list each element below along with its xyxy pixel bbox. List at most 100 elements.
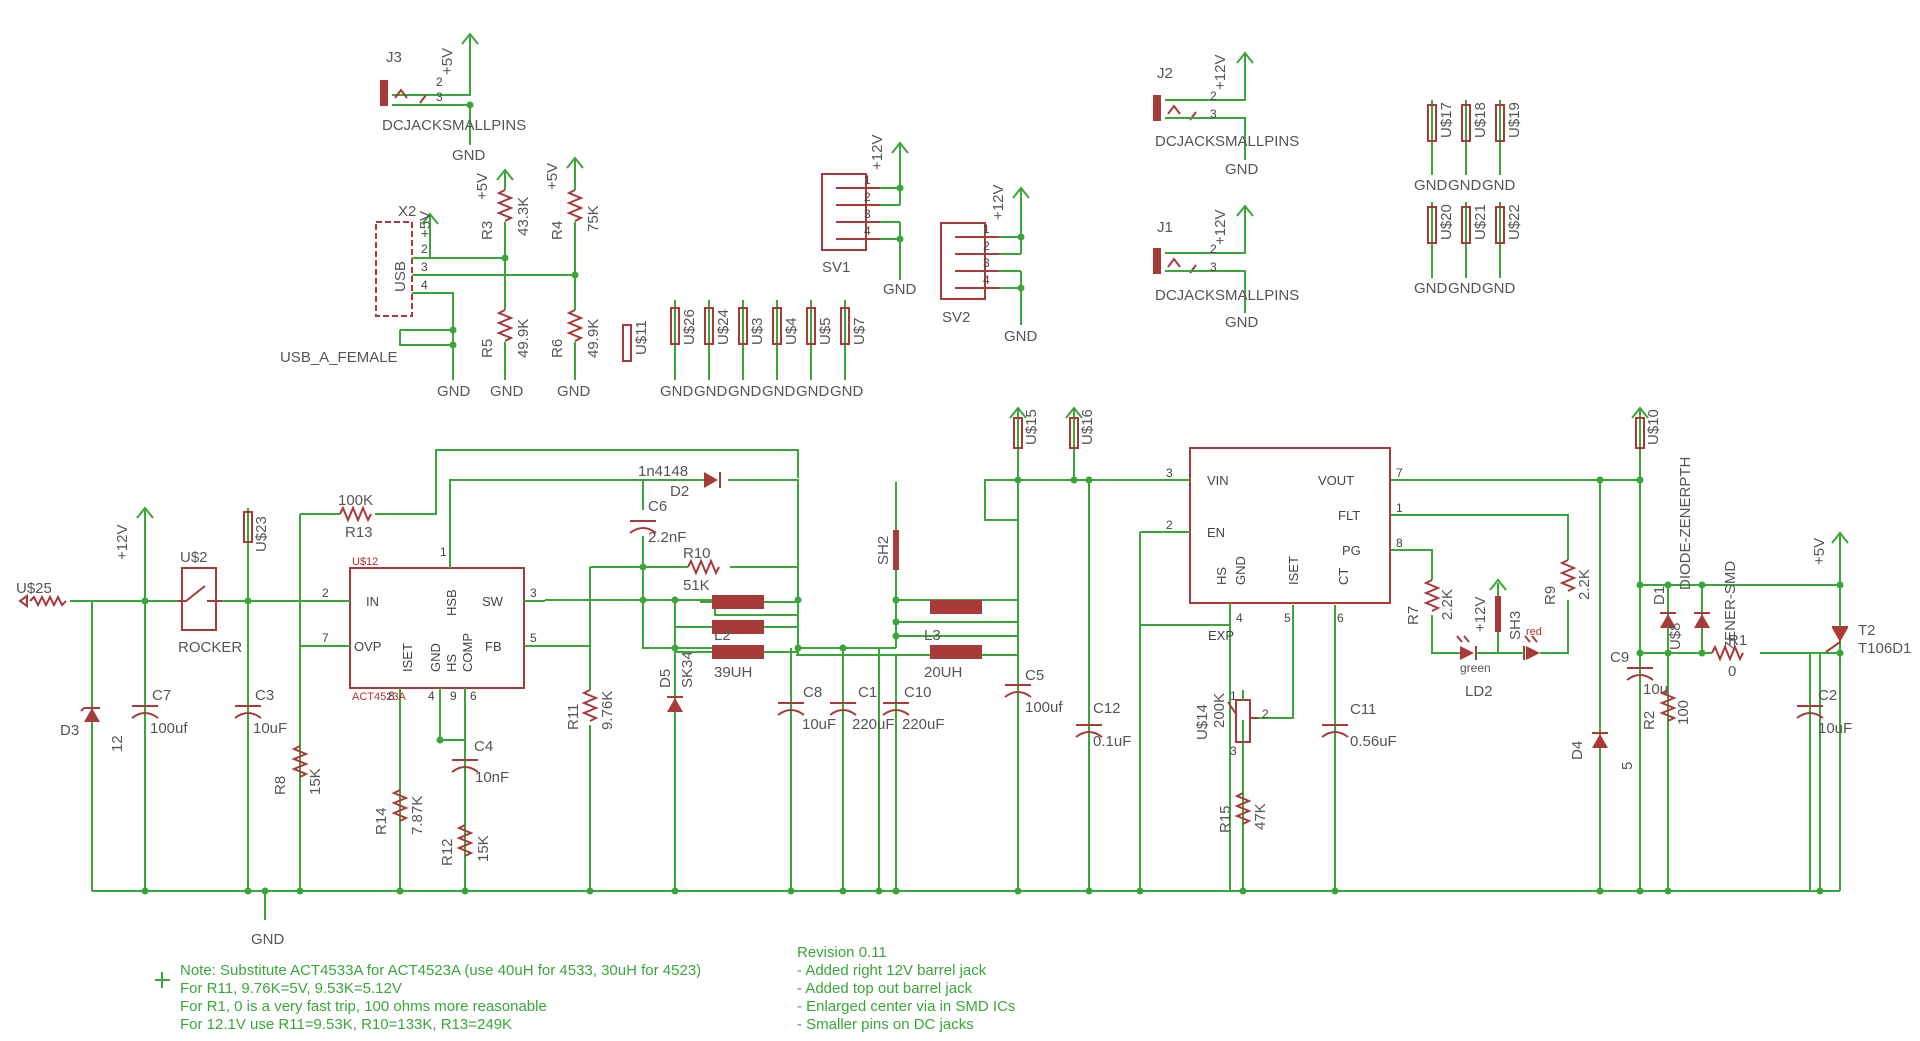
svg-text:D5: D5 — [657, 669, 674, 688]
svg-text:EN: EN — [1207, 525, 1225, 540]
svg-text:EXP: EXP — [1208, 628, 1234, 643]
svg-text:U$22: U$22 — [1506, 204, 1523, 240]
svg-text:6: 6 — [470, 689, 477, 703]
capacitor-c9: C9 10u — [1610, 649, 1668, 698]
capacitor-c1: C1 220uF — [829, 648, 895, 891]
svg-text:GND: GND — [1482, 280, 1516, 297]
svg-text:R7: R7 — [1405, 606, 1422, 625]
svg-text:U$16: U$16 — [1079, 409, 1096, 445]
design-notes: Note: Substitute ACT4533A for ACT4523A (… — [155, 962, 701, 1033]
svg-text:10uF: 10uF — [802, 716, 836, 733]
svg-text:4: 4 — [983, 273, 990, 287]
svg-text:For R11, 9.76K=5V, 9.53K=5.12V: For R11, 9.76K=5V, 9.53K=5.12V — [180, 980, 402, 997]
svg-text:100K: 100K — [338, 492, 373, 509]
svg-text:D4: D4 — [1569, 741, 1586, 760]
svg-text:220uF: 220uF — [852, 716, 895, 733]
svg-text:R14: R14 — [373, 807, 390, 835]
svg-text:GND: GND — [1448, 280, 1482, 297]
svg-text:1: 1 — [864, 173, 871, 187]
svg-text:2.2nF: 2.2nF — [648, 529, 686, 546]
zener-d1: D1 DIODE-ZENERPTH — [1651, 457, 1694, 628]
svg-text:- Added top out barrel jack: - Added top out barrel jack — [797, 980, 973, 997]
resistor-r4: +5V R4 75K — [544, 156, 602, 279]
svg-text:green: green — [1460, 661, 1491, 675]
svg-text:R6: R6 — [549, 339, 566, 358]
svg-text:U$12: U$12 — [352, 556, 378, 568]
jumper-sh2: SH2 — [875, 530, 899, 570]
svg-text:U$4: U$4 — [783, 317, 800, 345]
svg-text:U$3: U$3 — [749, 317, 766, 345]
capacitor-c5: C5 100uf — [1004, 667, 1063, 716]
svg-text:R2: R2 — [1641, 711, 1658, 730]
sv1-ref: SV1 — [822, 259, 850, 276]
capacitor-c4: C4 10nF — [451, 738, 509, 891]
resistor-r9: R9 2.2K — [1542, 559, 1593, 605]
spacer-u15: U$15 — [1009, 406, 1040, 460]
svg-text:SW: SW — [482, 594, 504, 609]
j1-value: DCJACKSMALLPINS — [1155, 287, 1299, 304]
svg-text:GND: GND — [762, 383, 796, 400]
svg-text:2: 2 — [983, 239, 990, 253]
x2-ref: X2 — [398, 203, 416, 220]
svg-text:+12V: +12V — [1212, 210, 1229, 245]
svg-text:ISET: ISET — [1286, 556, 1301, 585]
svg-text:- Smaller pins on DC jacks: - Smaller pins on DC jacks — [797, 1016, 974, 1033]
j3-value: DCJACKSMALLPINS — [382, 117, 526, 134]
svg-text:10uF: 10uF — [253, 720, 287, 737]
svg-text:LD2: LD2 — [1465, 683, 1493, 700]
svg-text:GND: GND — [830, 383, 864, 400]
svg-text:R1: R1 — [1728, 632, 1747, 649]
svg-text:7: 7 — [1396, 466, 1403, 480]
svg-text:GND: GND — [428, 643, 443, 672]
resistor-r15: R15 47K — [1217, 792, 1269, 833]
svg-text:GND: GND — [1225, 161, 1259, 178]
resistor-r5: R5 49.9K — [479, 258, 532, 380]
svg-text:VIN: VIN — [1207, 473, 1229, 488]
svg-text:L2: L2 — [714, 627, 731, 644]
svg-text:47K: 47K — [1252, 803, 1269, 830]
svg-text:R15: R15 — [1217, 805, 1234, 833]
svg-text:U$11: U$11 — [633, 320, 650, 355]
svg-text:IN: IN — [366, 594, 379, 609]
svg-text:Revision 0.11: Revision 0.11 — [797, 944, 887, 961]
svg-text:C1: C1 — [858, 684, 877, 701]
svg-text:2: 2 — [322, 586, 329, 600]
connector-sv2: 1 2 3 4 SV2 +12V GND — [940, 185, 1038, 345]
svg-text:8: 8 — [1396, 536, 1403, 550]
resistor-r13: 100K R13 — [338, 492, 373, 541]
capacitor-c3: C3 10uF — [234, 687, 287, 737]
svg-text:3: 3 — [1230, 744, 1237, 758]
svg-text:GND: GND — [660, 383, 694, 400]
svg-text:GND: GND — [694, 383, 728, 400]
svg-text:3: 3 — [1210, 107, 1217, 121]
svg-text:4: 4 — [421, 278, 428, 292]
svg-text:2: 2 — [1210, 89, 1217, 103]
svg-text:5: 5 — [1284, 611, 1291, 625]
gnd-j3: GND — [452, 147, 486, 164]
svg-text:75K: 75K — [585, 205, 602, 232]
svg-text:9: 9 — [450, 689, 457, 703]
svg-text:4: 4 — [428, 689, 435, 703]
resistor-r7: R7 2.2K — [1405, 579, 1456, 625]
svg-text:GND: GND — [1004, 328, 1038, 345]
svg-text:C3: C3 — [255, 687, 274, 704]
svg-text:100: 100 — [1675, 700, 1692, 725]
svg-text:R11: R11 — [565, 704, 582, 730]
capacitor-c6: C6 2.2nF — [629, 498, 686, 546]
svg-text:10uF: 10uF — [1818, 720, 1852, 737]
switch-rocker-u2: U$2 ROCKER — [178, 549, 242, 656]
svg-text:U$7: U$7 — [851, 317, 868, 345]
svg-text:R10: R10 — [683, 545, 711, 562]
svg-text:0: 0 — [1728, 663, 1736, 680]
svg-text:8: 8 — [388, 689, 395, 703]
svg-text:FB: FB — [485, 639, 502, 654]
svg-text:T106D1: T106D1 — [1858, 640, 1911, 657]
svg-text:1: 1 — [440, 545, 447, 559]
inductor-l3: L3 20UH — [924, 600, 982, 681]
potentiometer-u14: U$14 200K 1 2 3 — [1194, 689, 1269, 758]
